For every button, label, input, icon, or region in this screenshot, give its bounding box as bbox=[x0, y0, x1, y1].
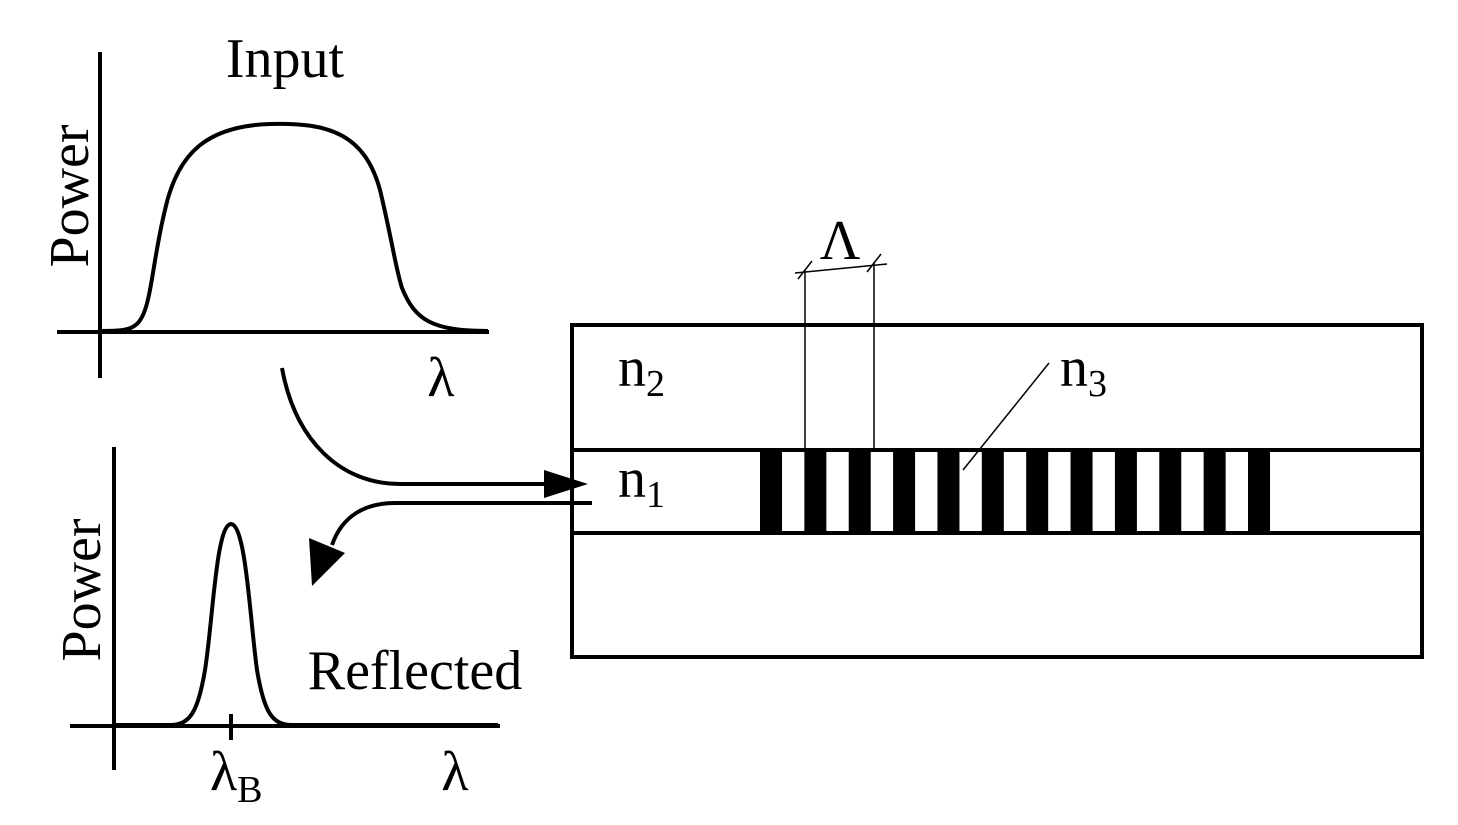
grating-stripe bbox=[1203, 450, 1226, 533]
grating-stripe bbox=[1114, 450, 1137, 533]
input-spectrum-curve bbox=[99, 121, 489, 333]
optical-fiber: Λ n2 n1 n3 bbox=[570, 210, 1424, 659]
grating-stripe bbox=[804, 450, 827, 533]
cladding-index-subscript: 2 bbox=[646, 363, 665, 405]
input-x-axis-label: λ bbox=[427, 347, 454, 409]
grating-index-label: n3 bbox=[1060, 337, 1107, 405]
reflected-spectrum-plot: Reflected Power λ λB bbox=[51, 447, 522, 811]
input-plot-title: Input bbox=[226, 28, 345, 90]
grating-stripe bbox=[848, 450, 871, 533]
fiber-outline bbox=[570, 323, 1424, 659]
period-right-tick bbox=[866, 253, 882, 273]
incident-light-path bbox=[280, 367, 548, 486]
bragg-wavelength-symbol: λ bbox=[210, 741, 237, 803]
core-index-subscript: 1 bbox=[646, 474, 665, 516]
reflected-y-axis-label: Power bbox=[51, 518, 113, 661]
grating-stripe bbox=[1159, 450, 1182, 533]
core-index-symbol: n bbox=[618, 448, 646, 510]
reflected-light-path bbox=[330, 501, 592, 546]
input-spectrum-plot: Input Power λ bbox=[39, 28, 489, 409]
light-path-arrows bbox=[280, 367, 592, 586]
reflected-plot-title: Reflected bbox=[308, 640, 523, 702]
input-y-axis-label: Power bbox=[39, 124, 101, 267]
period-left-tick bbox=[797, 260, 813, 280]
grating-period-label: Λ bbox=[820, 210, 861, 272]
grating-stripe bbox=[981, 450, 1004, 533]
grating-stripe bbox=[937, 450, 960, 533]
reflected-x-axis-label: λ bbox=[441, 741, 468, 803]
reflected-spectrum-curve bbox=[114, 521, 498, 727]
bragg-wavelength-subscript: B bbox=[237, 769, 262, 811]
reflected-arrowhead bbox=[309, 538, 345, 586]
grating-index-subscript: 3 bbox=[1088, 363, 1107, 405]
grating-index-symbol: n bbox=[1060, 337, 1088, 399]
bragg-wavelength-label: λB bbox=[210, 741, 263, 811]
cladding-index-symbol: n bbox=[618, 337, 646, 399]
grating-stripe bbox=[1026, 450, 1049, 533]
core-index-label: n1 bbox=[618, 448, 665, 516]
grating-stripe bbox=[1070, 450, 1093, 533]
grating-index-leader bbox=[962, 362, 1050, 471]
incident-arrowhead bbox=[544, 470, 588, 498]
grating-stripe bbox=[893, 450, 916, 533]
cladding-index-label: n2 bbox=[618, 337, 665, 405]
grating-stripe bbox=[1248, 450, 1270, 533]
grating-stripe bbox=[760, 450, 782, 533]
bragg-grating bbox=[760, 450, 1270, 533]
